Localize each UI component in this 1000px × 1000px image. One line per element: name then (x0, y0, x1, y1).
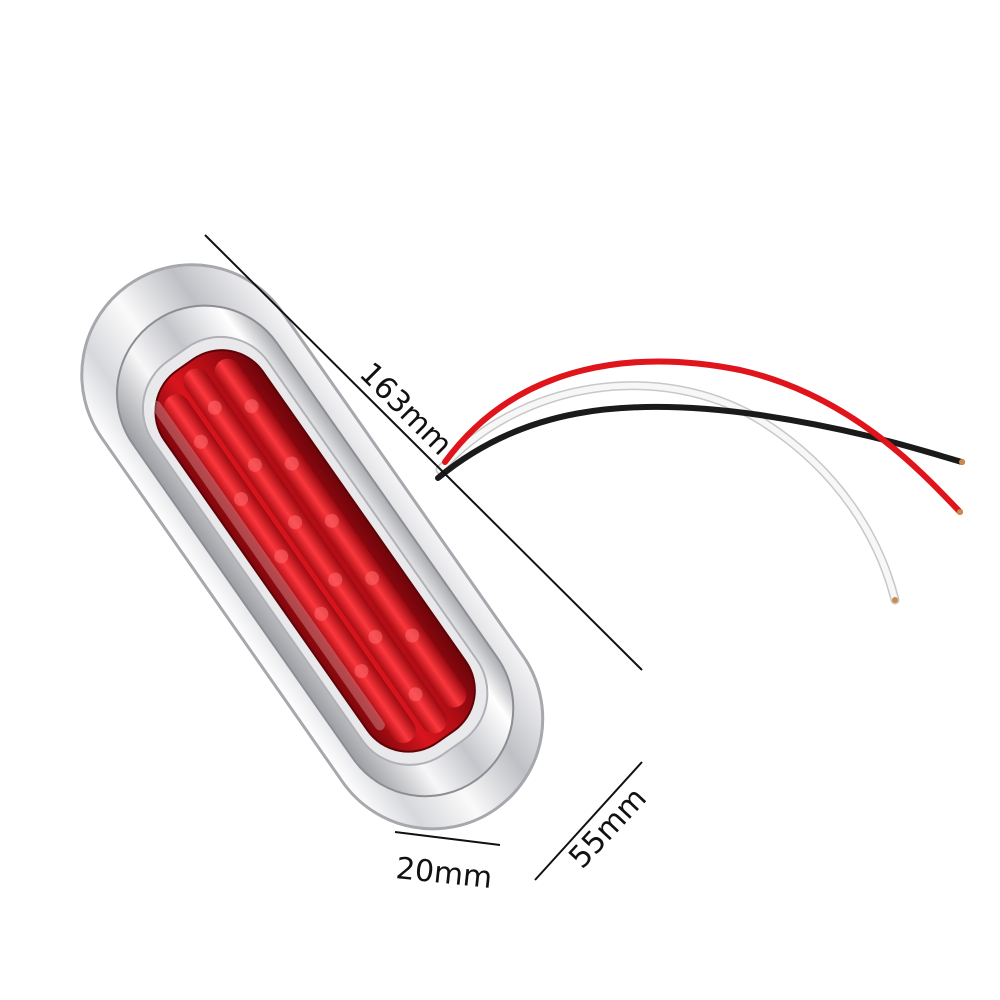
led-bar (214, 358, 467, 708)
wire-bundle (435, 358, 965, 605)
width-dimension-line (534, 761, 643, 881)
led-bar (163, 394, 416, 744)
wire-red (442, 358, 963, 515)
depth-label: 20mm (394, 851, 494, 896)
depth-dimension-line (394, 831, 501, 846)
width-label: 55mm (562, 781, 653, 876)
led-marker-light (80, 263, 545, 831)
length-dimension-line (204, 234, 643, 671)
wire-black (435, 403, 965, 481)
led-bar (183, 368, 447, 734)
